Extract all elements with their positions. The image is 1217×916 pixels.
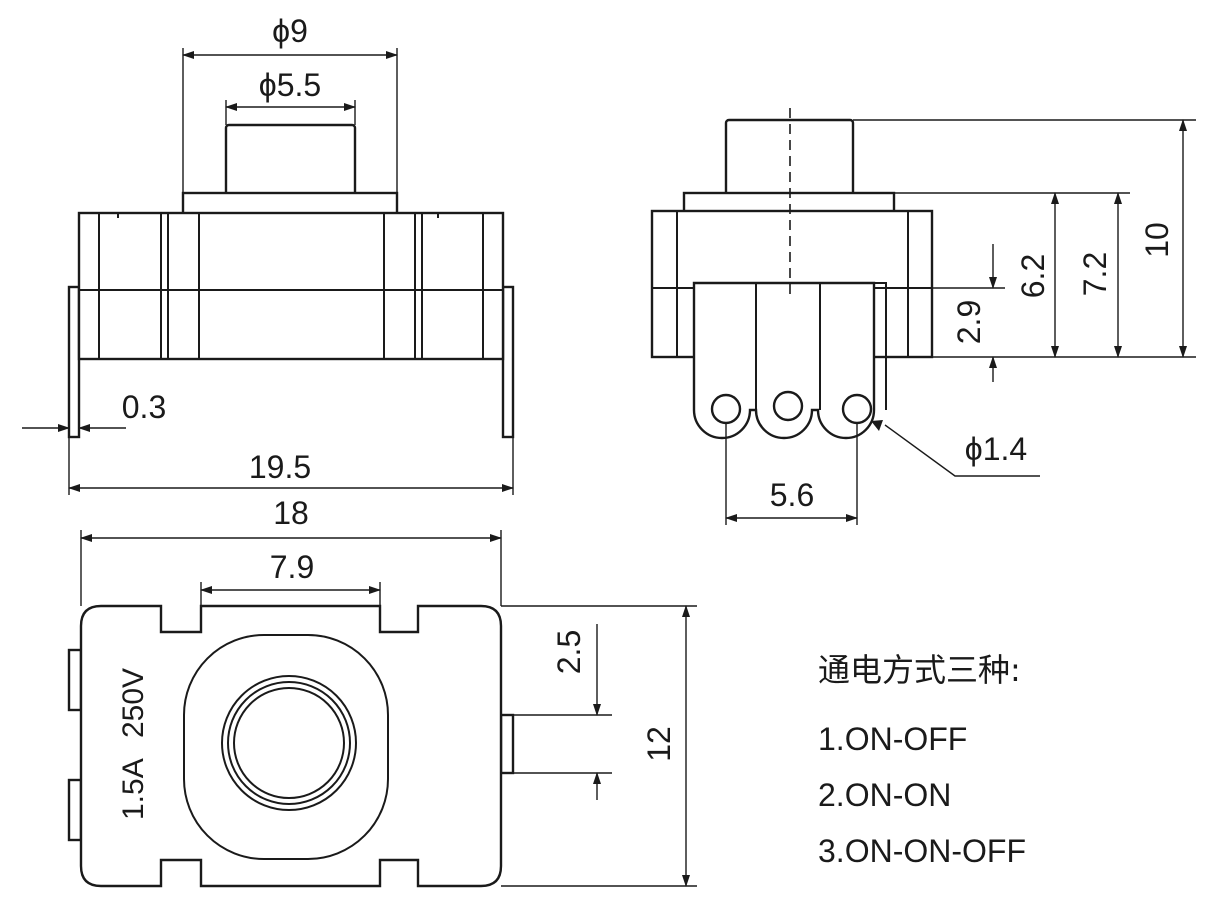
dim-6-2: 6.2 [1015,254,1051,298]
dim-2-9: 2.9 [951,300,987,344]
dim-12: 12 [641,726,677,762]
note-item: 1.ON-OFF [818,721,967,757]
dim-pin-dia: ϕ1.4 [965,431,1027,467]
note-title: 通电方式三种: [818,651,1021,689]
dim-pin-thickness: 0.3 [122,389,166,425]
switching-modes-note: 通电方式三种: 1.ON-OFF 2.ON-ON 3.ON-ON-OFF [818,651,1026,869]
dim-cap-inner: ϕ5.5 [259,67,321,103]
dim-10: 10 [1139,222,1175,258]
rating-voltage: 250V [117,668,150,738]
top-view: 1.5A 250V 18 7.9 2.5 12 [67,495,697,888]
dim-2-5: 2.5 [551,630,587,674]
note-item: 3.ON-ON-OFF [818,833,1026,869]
dim-cap-outer: ϕ9 [272,13,308,49]
dim-7-2: 7.2 [1077,252,1113,296]
dim-pin-pitch: 5.6 [770,477,814,513]
front-view: ϕ9 ϕ5.5 0.3 19.5 [22,13,515,495]
side-view: 2.9 6.2 7.2 10 5.6 ϕ1.4 [650,108,1196,525]
dim-total-width: 19.5 [249,449,311,485]
dim-body-width: 18 [273,495,309,531]
rating-current: 1.5A [117,758,150,820]
note-item: 2.ON-ON [818,777,951,813]
dim-notch-spacing: 7.9 [270,549,314,585]
